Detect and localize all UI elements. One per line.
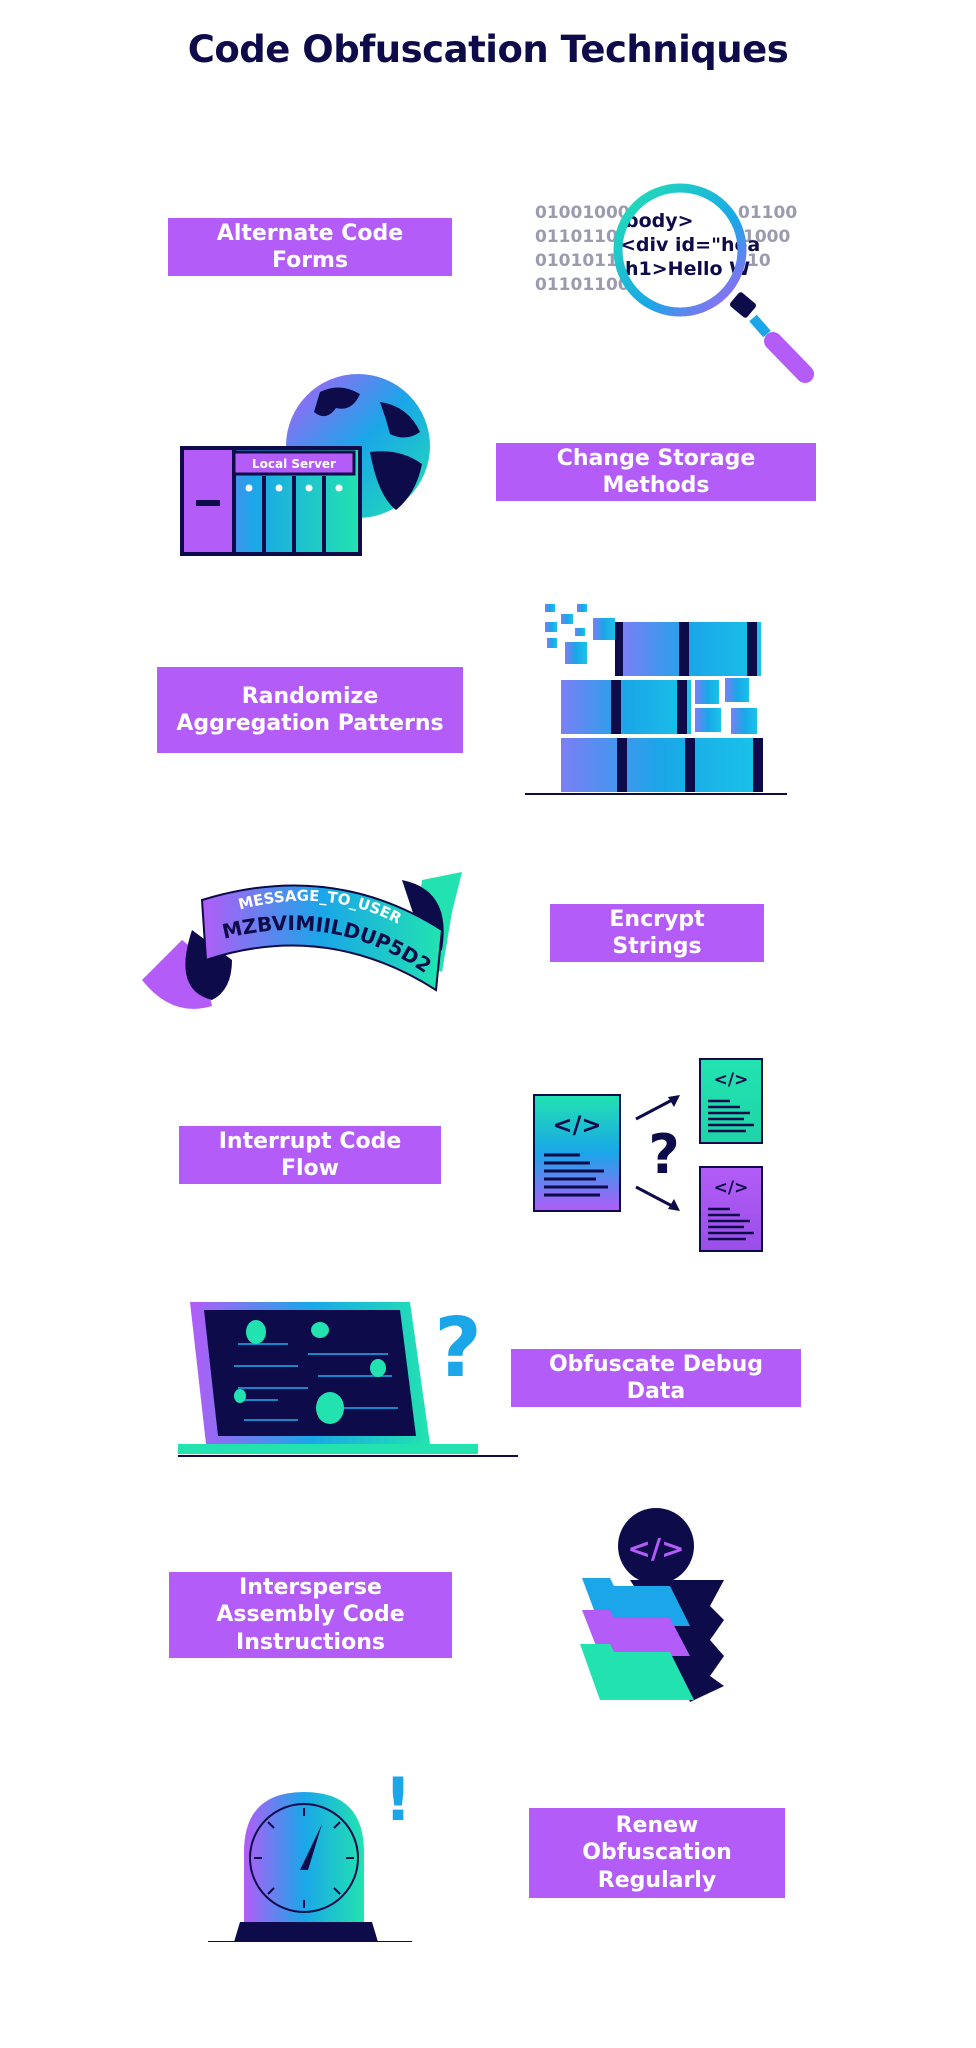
code-tag: </>: [714, 1070, 749, 1090]
blocks-aggregation-illustration: [525, 604, 787, 795]
question-mark-icon: ?: [648, 1123, 679, 1186]
stacked-folders-illustration: </>: [580, 1508, 724, 1702]
code-line: 01101100: [535, 275, 630, 295]
label-obfuscate-debug-data: Obfuscate Debug Data: [511, 1349, 801, 1407]
question-mark-icon: ?: [434, 1301, 482, 1396]
exclamation-icon: !: [384, 1765, 411, 1835]
code-line: 10: [747, 251, 771, 271]
code-line: 01010111: [535, 251, 630, 271]
magnifier-code-illustration: 01001000 01101100 01010111 01101100 0110…: [535, 183, 814, 383]
label-alternate-code-forms: Alternate Code Forms: [168, 218, 452, 276]
label-change-storage-methods: Change Storage Methods: [496, 443, 816, 501]
timer-clock-illustration: !: [208, 1765, 412, 1942]
magnified-line: <div id="hea: [620, 234, 760, 256]
page-title: Code Obfuscation Techniques: [187, 28, 789, 71]
magnified-line: h1>Hello W: [625, 258, 750, 280]
label-encrypt-strings: Encrypt Strings: [550, 904, 764, 962]
label-intersperse-assembly: Intersperse Assembly Code Instructions: [169, 1572, 452, 1658]
code-line: 01001000: [535, 203, 630, 223]
laptop-bugs-illustration: ?: [178, 1301, 518, 1457]
code-line: 01100: [738, 203, 797, 223]
code-line: 1000: [743, 227, 790, 247]
ribbon-banner-illustration: MESSAGE_TO_USER MZBVIMIILDUP5D2: [142, 872, 462, 1009]
code-tag: </>: [627, 1532, 684, 1565]
globe-server-illustration: Local Server: [180, 374, 430, 556]
magnified-line: body>: [625, 210, 694, 232]
code-tag: </>: [714, 1178, 749, 1198]
code-tag: </>: [553, 1111, 602, 1139]
label-renew-obfuscation: Renew Obfuscation Regularly: [529, 1808, 785, 1898]
label-randomize-aggregation-patterns: Randomize Aggregation Patterns: [157, 667, 463, 753]
server-label: Local Server: [252, 457, 336, 471]
code-line: 01101100: [535, 227, 630, 247]
label-interrupt-code-flow: Interrupt Code Flow: [179, 1126, 441, 1184]
code-flow-illustration: </> ? </> </>: [533, 1058, 763, 1252]
